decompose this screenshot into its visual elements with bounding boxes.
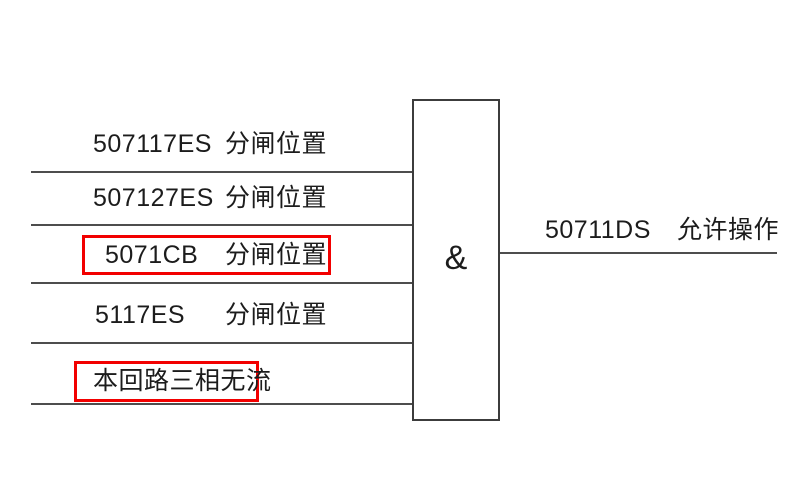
and-gate-symbol: & (444, 238, 468, 277)
and-gate: & (412, 99, 500, 421)
output-wire (500, 252, 777, 254)
input-4-desc-label: 分闸位置 (225, 301, 328, 329)
output-id-label: 50711DS (545, 216, 651, 244)
input-2-id-label: 507127ES (93, 184, 214, 212)
input-wire-4 (31, 342, 412, 344)
highlight-box-5071cb (82, 235, 331, 275)
input-wire-1 (31, 171, 412, 173)
output-desc-label: 允许操作 (677, 216, 780, 244)
input-3-id-label: 5071CB (105, 241, 199, 269)
input-5-label: 本回路三相无流 (93, 367, 272, 395)
input-wire-5 (31, 403, 412, 405)
input-3-desc-label: 分闸位置 (225, 241, 328, 269)
input-1-id-label: 507117ES (93, 130, 212, 158)
input-1-desc-label: 分闸位置 (225, 130, 328, 158)
input-4-id-label: 5117ES (95, 301, 186, 329)
input-2-desc-label: 分闸位置 (225, 184, 328, 212)
highlight-box-three-phase-no-current (74, 361, 259, 402)
input-wire-2 (31, 224, 412, 226)
input-wire-3 (31, 282, 412, 284)
